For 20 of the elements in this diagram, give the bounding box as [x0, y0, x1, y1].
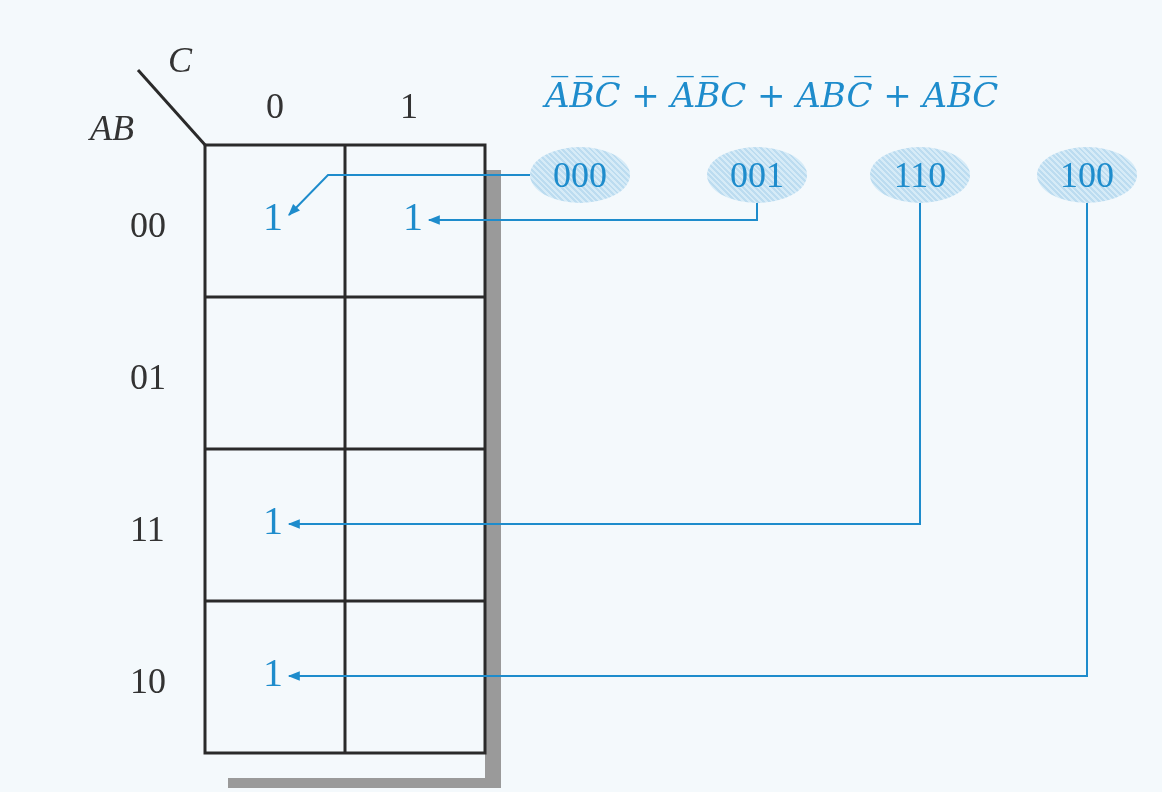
arrow — [288, 174, 531, 216]
column-header: 0 — [266, 88, 284, 124]
row-header: 00 — [130, 207, 166, 243]
column-header: 1 — [400, 88, 418, 124]
cell-value: 1 — [263, 197, 283, 237]
cell-value: 1 — [263, 501, 283, 541]
minterm-code: 110 — [893, 157, 947, 193]
row-header: 11 — [130, 511, 165, 547]
cell-value: 1 — [403, 197, 423, 237]
minterm-code: 100 — [1060, 157, 1114, 193]
variable-label: AB — [90, 110, 134, 146]
cell-value: 1 — [263, 653, 283, 693]
arrow — [287, 202, 1088, 681]
row-header: 10 — [130, 663, 166, 699]
variable-label: C — [168, 42, 192, 78]
arrow — [287, 202, 921, 529]
arrow — [427, 202, 758, 225]
row-header: 01 — [130, 359, 166, 395]
minterm-code: 001 — [730, 157, 784, 193]
minterm-code: 000 — [553, 157, 607, 193]
